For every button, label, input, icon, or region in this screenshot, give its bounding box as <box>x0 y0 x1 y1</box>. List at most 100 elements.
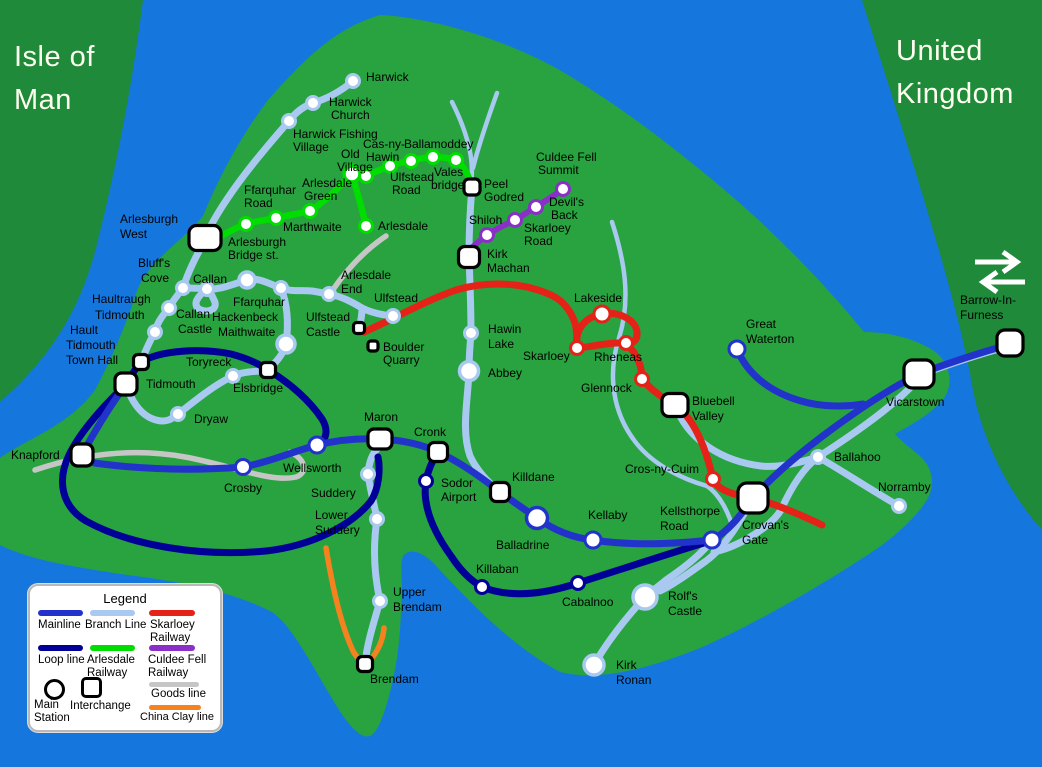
kellsthorpe-road-station[interactable] <box>702 530 722 550</box>
balladrine-station[interactable] <box>524 505 550 531</box>
legend-skarloey-label: Skarloey Railway <box>150 619 195 644</box>
wellsworth-station[interactable] <box>307 435 327 455</box>
cronk-interchange[interactable] <box>426 440 450 464</box>
arlesdale-end-station[interactable] <box>321 286 337 302</box>
boulder-quarry-interchange[interactable] <box>366 339 380 353</box>
killdane-interchange[interactable] <box>488 480 512 504</box>
callan-castle-label: Callan <box>176 307 210 321</box>
legend-culdee-swatch <box>149 645 195 651</box>
devils-back-station[interactable] <box>528 199 544 215</box>
harwick-fishing-village-station[interactable] <box>281 113 297 129</box>
vales-bridge-label: bridge <box>431 178 465 192</box>
vicarstown-interchange[interactable] <box>902 358 936 390</box>
peel-godred-interchange[interactable] <box>462 177 482 197</box>
haultraugh-station[interactable] <box>161 300 177 316</box>
legend-goods-swatch <box>149 682 199 687</box>
harwick-church-station[interactable] <box>305 95 321 111</box>
united-kingdom-label-line1: United <box>896 35 983 67</box>
lakeside-label: Lakeside <box>574 291 622 305</box>
arlesdale-label: Arlesdale <box>378 219 428 233</box>
tidmouth-town-hall-interchange[interactable] <box>131 352 151 372</box>
ffarquhar-road-station[interactable] <box>268 210 284 226</box>
abbey-station[interactable] <box>457 359 481 383</box>
bluebell-valley-interchange[interactable] <box>660 391 690 419</box>
shiloh-station[interactable] <box>479 227 495 243</box>
boulder-quarry-label: Quarry <box>383 353 420 367</box>
lakeside-station[interactable] <box>592 304 612 324</box>
knapford-interchange[interactable] <box>69 442 95 468</box>
norramby-station[interactable] <box>891 498 907 514</box>
toryreck-station[interactable] <box>225 368 241 384</box>
harwick-fishing-village-label: Harwick Fishing <box>293 127 378 141</box>
arlesdale-station[interactable] <box>358 218 374 234</box>
shiloh-label: Shiloh <box>469 213 502 227</box>
suddery-station[interactable] <box>360 466 376 482</box>
lower-suddery-station[interactable] <box>369 511 385 527</box>
crosby-station[interactable] <box>234 458 252 476</box>
ffarquhar-station[interactable] <box>237 270 257 290</box>
devils-back-label: Devil's <box>549 195 584 209</box>
cabalnoo-label: Cabalnoo <box>562 595 614 609</box>
harwick-station[interactable] <box>345 73 361 89</box>
skarloey-station[interactable] <box>569 340 585 356</box>
brendam-interchange[interactable] <box>355 654 375 674</box>
tidmouth-hault-station[interactable] <box>147 324 163 340</box>
glennock-station[interactable] <box>634 371 650 387</box>
cabalnoo-station[interactable] <box>570 575 586 591</box>
ballahoo-station[interactable] <box>810 449 826 465</box>
dryaw-station[interactable] <box>170 406 186 422</box>
vales-bridge-label: Vales <box>434 165 463 179</box>
rolfs-castle-station[interactable] <box>631 583 659 611</box>
arlesburgh-west-interchange[interactable] <box>187 223 223 253</box>
kirk-machan-interchange[interactable] <box>456 244 482 270</box>
marthwaite-station[interactable] <box>302 203 318 219</box>
ballamoddey-station[interactable] <box>425 149 441 165</box>
hawin-lake-station[interactable] <box>463 325 479 341</box>
harwick-church-label: Church <box>331 108 370 122</box>
cas-ny-hawin-station[interactable] <box>382 158 398 174</box>
upper-brendam-station[interactable] <box>372 593 388 609</box>
devils-back-label: Back <box>551 208 579 222</box>
cros-ny-cuim-station[interactable] <box>705 471 721 487</box>
glennock-label: Glennock <box>581 381 633 395</box>
culdee-fell-summit-station[interactable] <box>555 181 571 197</box>
legend-arlesdale-label: Arlesdale Railway <box>87 654 135 679</box>
kirk-ronan-station[interactable] <box>582 653 606 677</box>
hackenbeck-station[interactable] <box>273 280 289 296</box>
upper-brendam-label: Brendam <box>393 600 442 614</box>
legend-loop-label: Loop line <box>38 654 85 666</box>
skarloey-road-station[interactable] <box>507 212 523 228</box>
kellaby-station[interactable] <box>583 530 603 550</box>
ulfstead-station[interactable] <box>385 308 401 324</box>
maithwaite-label: Maithwaite <box>218 325 276 339</box>
norramby-label: Norramby <box>878 480 931 494</box>
crovans-gate-interchange[interactable] <box>736 481 770 515</box>
rheneas-station[interactable] <box>618 335 634 351</box>
legend-goods-label: Goods line <box>151 688 206 700</box>
legend-arlesdale-swatch <box>90 645 135 651</box>
ulfstead-road-station[interactable] <box>403 153 419 169</box>
isle-of-man-landmass <box>0 0 143 402</box>
barrow-in-furness-interchange[interactable] <box>995 328 1025 358</box>
arlesdale-green-label: Green <box>304 189 337 203</box>
brendam-label: Brendam <box>370 672 419 686</box>
vales-bridge-station[interactable] <box>448 152 464 168</box>
elsbridge-interchange[interactable] <box>258 360 278 380</box>
callan-station[interactable] <box>199 281 215 297</box>
sodor-airport-station[interactable] <box>418 473 434 489</box>
arlesdale-end-label: Arlesdale <box>341 268 391 282</box>
callan-castle-label: Castle <box>178 322 212 336</box>
sodor-airport-label: Airport <box>441 490 477 504</box>
old-village-label: Old <box>341 147 360 161</box>
old-village-station[interactable] <box>358 168 374 184</box>
legend-title: Legend <box>103 591 147 606</box>
killaban-station[interactable] <box>474 579 490 595</box>
maithwaite-station[interactable] <box>275 333 297 355</box>
ulfstead-castle-interchange[interactable] <box>351 320 367 336</box>
maron-interchange[interactable] <box>366 427 394 451</box>
arlesburgh-bridge-st-station[interactable] <box>238 216 254 232</box>
bluffs-cove-station[interactable] <box>175 280 191 296</box>
tidmouth-interchange[interactable] <box>113 371 139 397</box>
great-waterton-station[interactable] <box>727 339 747 359</box>
